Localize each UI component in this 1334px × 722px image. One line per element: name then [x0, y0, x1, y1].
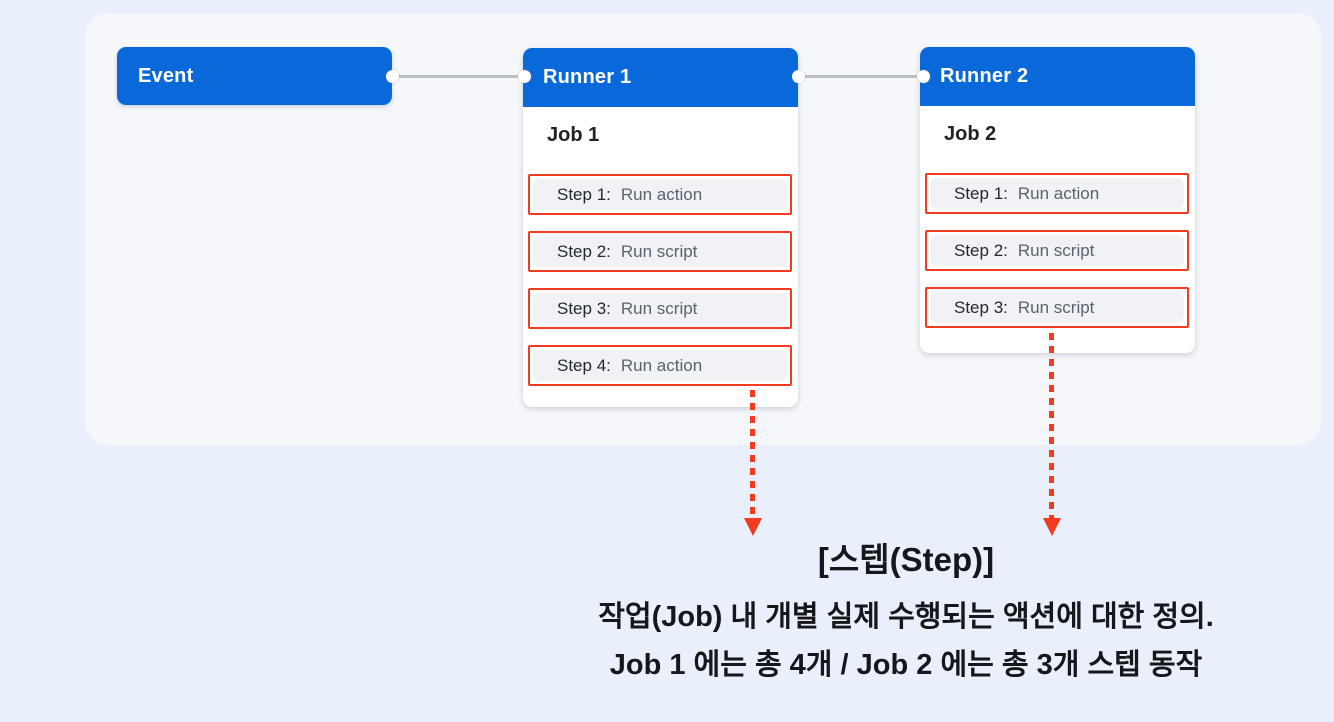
step-label: Step 2: — [557, 241, 611, 261]
step-detail: Run action — [620, 355, 703, 375]
event-node: Event — [117, 47, 392, 105]
step-detail: Run script — [620, 241, 698, 261]
step-row: Step 4: Run action — [528, 345, 792, 386]
connector-line-event-runner1 — [392, 75, 524, 78]
step-label: Step 1: — [557, 184, 611, 204]
step-row: Step 3: Run script — [528, 288, 792, 329]
connector-line-runner1-runner2 — [798, 75, 923, 78]
arrow-head-runner2 — [1043, 518, 1061, 536]
step-row: Step 3: Run script — [925, 287, 1189, 328]
step-row: Step 1: Run action — [925, 173, 1189, 214]
step-label: Step 1: — [954, 183, 1008, 203]
step-label: Step 4: — [557, 355, 611, 375]
step-row: Step 1: Run action — [528, 174, 792, 215]
connector-dot — [517, 69, 531, 83]
dashed-arrow-runner2 — [1049, 333, 1054, 518]
annotation-line-1: 작업(Job) 내 개별 실제 수행되는 액션에 대한 정의. — [598, 601, 1214, 633]
event-label: Event — [138, 64, 194, 87]
runner-2-card: Runner 2 Job 2 Step 1: Run action Step 2… — [920, 47, 1195, 353]
runner-2-header: Runner 2 — [920, 47, 1195, 106]
runner-1-header: Runner 1 — [523, 48, 798, 107]
annotation-line-2: Job 1 에는 총 4개 / Job 2 에는 총 3개 스텝 동작 — [609, 649, 1203, 681]
connector-dot — [916, 69, 930, 83]
step-label: Step 3: — [557, 298, 611, 318]
step-detail: Run script — [1017, 297, 1095, 317]
job-2-steps: Step 1: Run action Step 2: Run script St… — [925, 173, 1189, 328]
step-detail: Run action — [1017, 183, 1100, 203]
connector-dot — [385, 69, 399, 83]
runner-1-title: Runner 1 — [543, 66, 632, 88]
step-label: Step 2: — [954, 240, 1008, 260]
step-detail: Run action — [620, 184, 703, 204]
job-1-steps: Step 1: Run action Step 2: Run script St… — [528, 174, 792, 386]
step-detail: Run script — [620, 298, 698, 318]
annotation-heading: [스텝(Step)] — [817, 541, 995, 578]
dashed-arrow-runner1 — [750, 390, 755, 518]
job-1-title: Job 1 — [547, 124, 600, 146]
step-detail: Run script — [1017, 240, 1095, 260]
step-row: Step 2: Run script — [528, 231, 792, 272]
arrow-head-runner1 — [744, 518, 762, 536]
runner-2-title: Runner 2 — [940, 65, 1029, 87]
step-row: Step 2: Run script — [925, 230, 1189, 271]
job-2-title: Job 2 — [944, 123, 997, 145]
step-label: Step 3: — [954, 297, 1008, 317]
connector-dot — [791, 69, 805, 83]
annotation-block: [스텝(Step)] 작업(Job) 내 개별 실제 수행되는 액션에 대한 정… — [598, 537, 1214, 685]
runner-1-card: Runner 1 Job 1 Step 1: Run action Step 2… — [523, 48, 798, 407]
